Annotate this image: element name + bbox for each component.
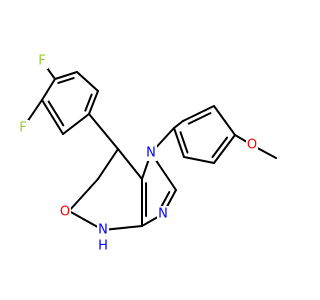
bond-b6-b1 (173, 120, 184, 129)
bond-b4-b5 (183, 156, 215, 164)
bond-n4-c3a (102, 225, 143, 231)
oxygen-atom-carbonyl: O (60, 205, 70, 220)
double-bond-a1-a6 (57, 77, 75, 84)
bond-c7-c6 (97, 148, 119, 180)
bond-a3-a4 (62, 113, 90, 135)
bond-b3-b4 (213, 134, 236, 164)
bond-b5-b6 (173, 127, 185, 158)
hydrogen-atom-amide: H (98, 239, 108, 254)
bond-c7a-c7 (117, 148, 143, 180)
nitrogen-atom-aryl: N (146, 146, 156, 161)
bond-a1-a2 (41, 78, 56, 101)
fluorine-atom-top: F (38, 54, 45, 69)
double-bond-a2-a3 (47, 100, 65, 127)
molecule-structure: F F O O N N N H (17, 53, 277, 254)
double-bond-b1-b2 (187, 112, 212, 125)
bond-b2-b3 (213, 105, 236, 136)
bond-a5-a6 (76, 71, 99, 92)
bond-a2-a3 (41, 99, 64, 135)
bond-b1-b2 (182, 105, 215, 122)
nitrogen-atom-amide: N (98, 223, 108, 238)
fluorine-atom-left: F (19, 121, 26, 136)
bond-c6-c5 (68, 178, 99, 212)
bond-a4-c7 (88, 113, 119, 150)
double-bond-a4-a5 (84, 93, 93, 112)
oxygen-atom-methoxy: O (247, 138, 257, 153)
bond-a6-a1 (54, 71, 78, 80)
double-bond-b3-b4 (211, 136, 229, 159)
double-bond-b5-b6 (179, 131, 189, 154)
bond-a4-a5 (88, 90, 99, 115)
bonds (22, 60, 277, 231)
nitrogen-atom-imidazole: N (158, 207, 168, 222)
atom-labels: F F O O N N N H (17, 53, 258, 254)
